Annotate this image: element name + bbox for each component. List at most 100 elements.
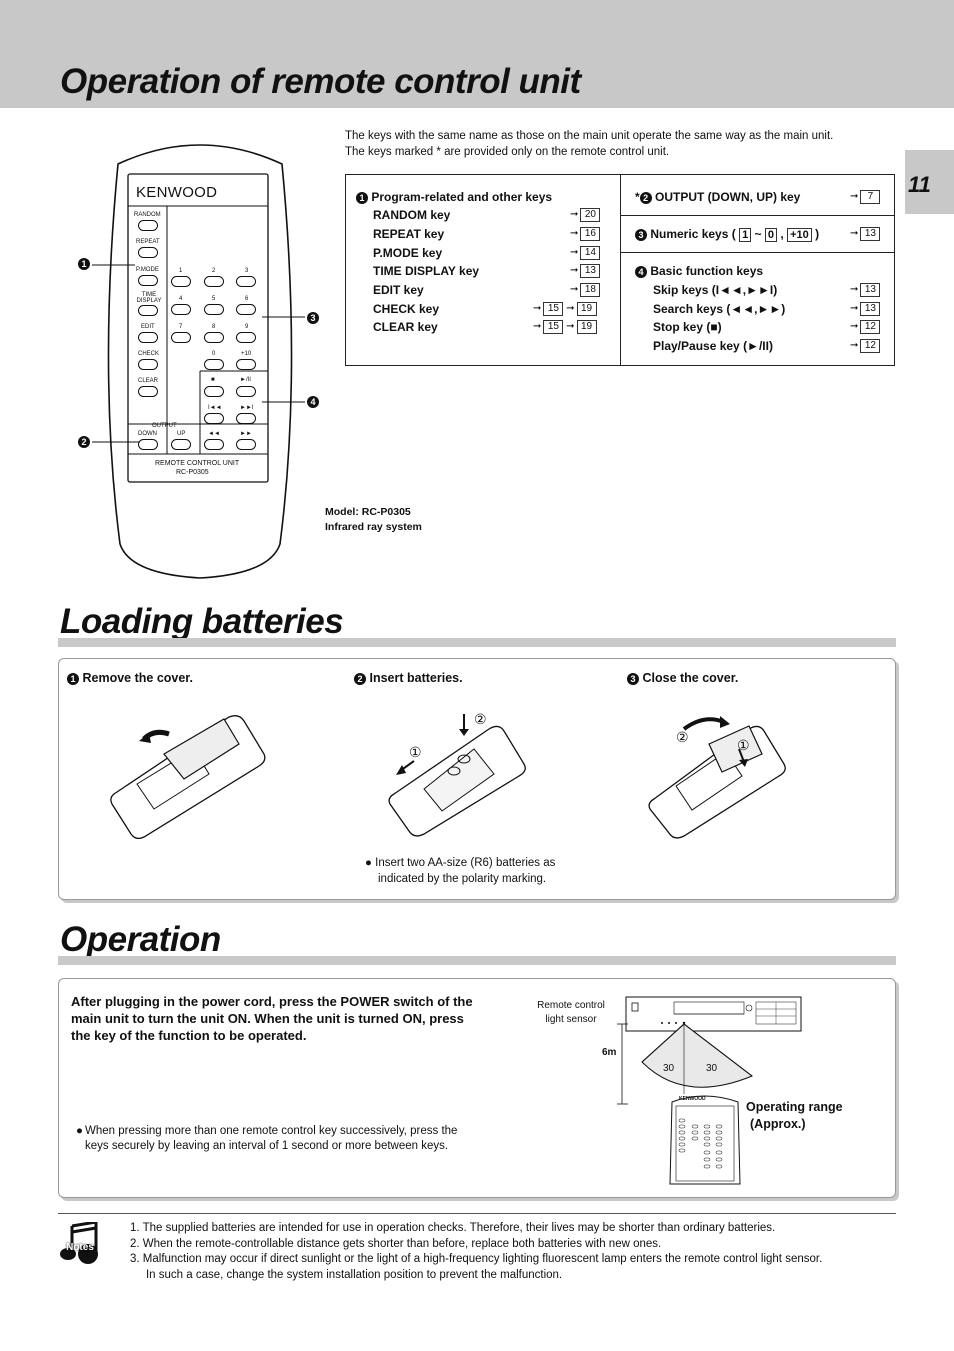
page-ref: 13 (860, 302, 881, 316)
ref-arrow: ➞ (850, 321, 859, 332)
rc-search-back-button (204, 439, 224, 450)
rc-search-fwd-button (236, 439, 256, 450)
callout-2-badge: 2 (78, 436, 90, 448)
rc-check-button (138, 359, 158, 370)
row-skip-ref: ➞13 (850, 283, 881, 297)
group4-title: Basic function keys (650, 264, 764, 278)
rc-label-skip-back: I◄◄ (208, 405, 222, 411)
sensor-label-line1: Remote control (537, 1000, 605, 1011)
rc-num-label-9: 9 (245, 324, 249, 330)
ref-arrow: ➞ (570, 228, 579, 239)
row-stop-ref: ➞12 (850, 320, 881, 334)
rc-unit-label: REMOTE CONTROL UNIT (155, 460, 240, 467)
group3-title: Numeric keys ( (650, 227, 736, 241)
rc-label-output: OUTPUT (152, 423, 177, 429)
rc-num-label-8: 8 (212, 324, 216, 330)
rc-label-search-back: ◄◄ (208, 431, 220, 437)
step2-badge: 2 (354, 673, 366, 685)
rc-num-label-2: 2 (212, 268, 216, 274)
row-edit-ref: ➞18 (570, 283, 601, 297)
key-reference-table: 1 Program-related and other keys RANDOM … (345, 174, 895, 366)
battery-step-1: 1 Remove the cover. (67, 671, 193, 685)
rc-label-random: RANDOM (134, 212, 161, 218)
bullet-dot: ● (365, 857, 372, 869)
rc-label-up: UP (177, 431, 186, 437)
row-search-label: Search keys (◄◄,►►) (653, 302, 786, 316)
table-divider-h2 (620, 252, 895, 253)
group1-title: Program-related and other keys (371, 190, 553, 204)
rc-num-label-plus10: +10 (241, 351, 252, 357)
rc-label-skip-fwd: ►►I (240, 405, 254, 411)
row-playpause-label: Play/Pause key (►/II) (653, 339, 773, 353)
mark-two-step3: ② (676, 729, 689, 745)
group4-heading: 4 Basic function keys (635, 264, 763, 278)
rc-playpause-button (236, 386, 256, 397)
battery-note: ● Insert two AA-size (R6) batteries as i… (365, 855, 555, 887)
page-ref: 19 (576, 320, 597, 334)
rc-timedisplay-button (138, 305, 158, 316)
operating-range-label: Operating range (Approx.) (746, 1099, 843, 1133)
notes-icon-label: Notes (66, 1242, 94, 1253)
range-label-line1: Operating range (746, 1100, 843, 1114)
intro-line-1: The keys with the same name as those on … (345, 130, 834, 142)
rc-num-7-button (171, 332, 191, 343)
step3-badge: 3 (627, 673, 639, 685)
rc-label-pmode: P.MODE (136, 267, 159, 273)
distance-label: 6m (602, 1047, 617, 1058)
rc-num-label-0: 0 (212, 351, 216, 357)
page-ref: 20 (580, 208, 601, 222)
rc-clear-button (138, 386, 158, 397)
intro-text: The keys with the same name as those on … (345, 128, 905, 160)
row-check-label: CHECK key (373, 302, 440, 316)
rc-output-up-button (171, 439, 191, 450)
operation-box: After plugging in the power cord, press … (58, 978, 896, 1198)
page-ref: 13 (860, 227, 881, 241)
sensor-label-line2: light sensor (545, 1014, 597, 1025)
remote-outline-graphic (92, 144, 305, 579)
page-ref: 16 (580, 227, 601, 241)
rc-num-9-button (236, 332, 256, 343)
rc-model-label: RC-P0305 (176, 469, 209, 476)
battery-step-2: 2 Insert batteries. (354, 671, 463, 685)
rc-pmode-button (138, 275, 158, 286)
row-repeat-label: REPEAT key (373, 227, 445, 241)
rc-num-2-button (204, 276, 224, 287)
ref-arrow: ➞ (850, 284, 859, 295)
sensor-label: Remote control light sensor (533, 999, 609, 1027)
ref-arrow: ➞ (850, 191, 859, 202)
remove-cover-illustration (110, 715, 266, 839)
callout-4-badge: 4 (307, 396, 319, 408)
group2-badge: 2 (639, 192, 652, 204)
mark-one-step2: ① (409, 744, 422, 760)
page-ref: 12 (860, 339, 881, 353)
header-band (0, 0, 954, 108)
group3-badge: 3 (635, 229, 647, 241)
infrared-line: Infrared ray system (325, 521, 422, 533)
operation-rule (58, 956, 896, 965)
group4-badge: 4 (635, 266, 647, 278)
row-edit-label: EDIT key (373, 283, 424, 297)
rc-label-search-fwd: ►► (240, 431, 252, 437)
rc-num-8-button (204, 332, 224, 343)
rc-label-repeat: REPEAT (136, 239, 160, 245)
numkey-0-box: 0 (764, 228, 778, 242)
section-title-batteries: Loading batteries (60, 602, 344, 641)
angle-right-label: 30 (706, 1063, 718, 1074)
row-check-ref: ➞15 ➞19 (533, 302, 597, 316)
rc-num-label-1: 1 (179, 268, 183, 274)
bullet-dot: ● (76, 1125, 83, 1137)
step1-badge: 1 (67, 673, 79, 685)
rc-num-label-3: 3 (245, 268, 249, 274)
page-ref: 13 (580, 264, 601, 278)
group3-heading: 3 Numeric keys ( 1 ~ 0 , +10 ) (635, 227, 819, 242)
ref-arrow: ➞ (570, 247, 579, 258)
rc-num-label-6: 6 (245, 296, 249, 302)
rc-num-label-7: 7 (179, 324, 183, 330)
rc-num-3-button (236, 276, 256, 287)
notes-list: 1. The supplied batteries are intended f… (130, 1221, 900, 1283)
remote-control-drawing: KENWOOD RANDOM REPEAT P.MODE TIME DISPLA… (70, 134, 330, 594)
rc-stop-button (204, 386, 224, 397)
ref-arrow: ➞ (566, 321, 575, 332)
page-ref: 13 (860, 283, 881, 297)
row-random-ref: ➞20 (570, 208, 601, 222)
